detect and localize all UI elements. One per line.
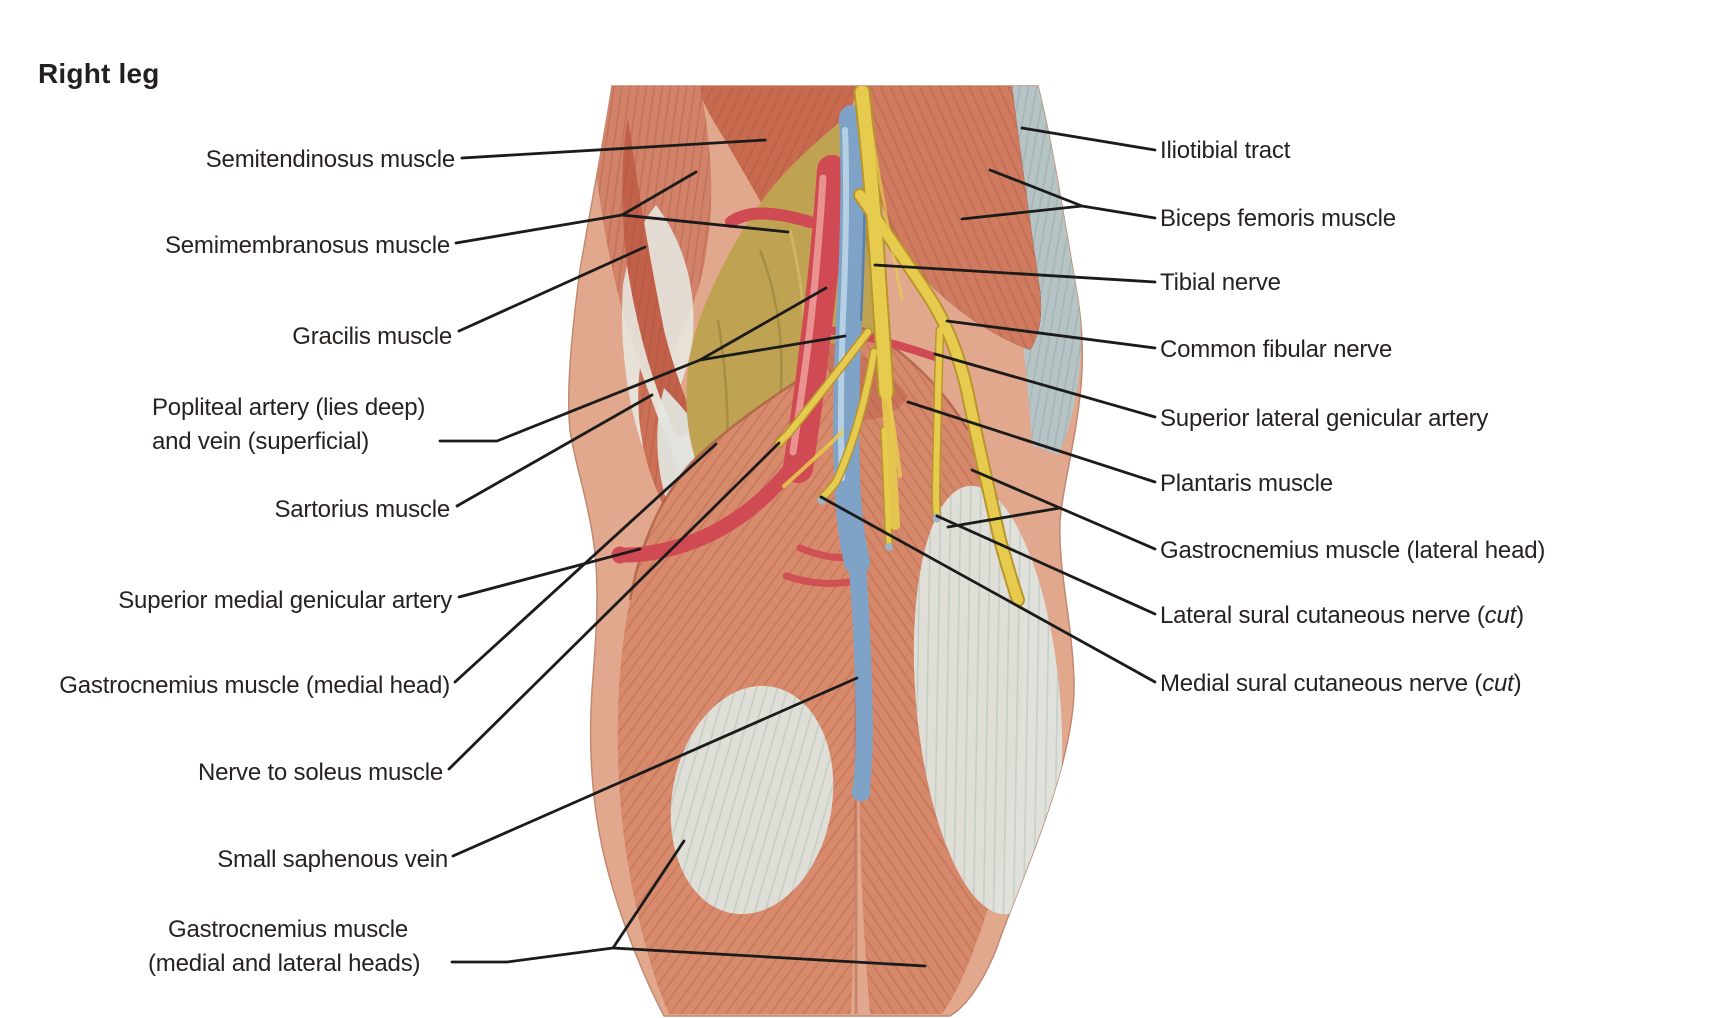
leader-common-fibular (945, 319, 1157, 350)
label-gastrocnemius-medial-head: Gastrocnemius muscle (medial head) (59, 672, 450, 699)
lateral-sural-cutaneous-nerve (932, 327, 943, 519)
label-line: Gastrocnemius muscle (168, 916, 409, 943)
label-gracilis-muscle: Gracilis muscle (292, 323, 452, 350)
leader-popliteal-vein (698, 334, 847, 362)
leader-gastrocnemius-lateral-b (946, 506, 1062, 529)
leader-lines (438, 126, 1157, 968)
leader-superior-medial-genicular (457, 547, 642, 599)
label-gastrocnemius-both-heads: Gastrocnemius muscle (medial and lateral… (148, 913, 420, 981)
leader-lateral-sural (935, 514, 1157, 616)
figure-title: Right leg (38, 58, 160, 89)
label-line: Popliteal artery (lies deep) (152, 394, 426, 421)
vein-highlight (837, 127, 850, 481)
label-nerve-to-soleus-muscle: Nerve to soleus muscle (197, 759, 443, 786)
leader-gracilis (457, 245, 647, 333)
leader-iliotibial (1020, 126, 1157, 152)
leader-gastrocnemius-both-b (611, 946, 927, 968)
label-text: ) (1513, 670, 1522, 697)
label-text: Medial sural cutaneous nerve ( (1160, 670, 1483, 697)
label-cut-italic: cut (1484, 602, 1517, 629)
label-tibial-nerve: Tibial nerve (1160, 269, 1281, 296)
popliteal-vein (833, 105, 873, 802)
label-semimembranosus-muscle: Semimembranosus muscle (164, 232, 450, 259)
label-common-fibular-nerve: Common fibular nerve (1160, 336, 1393, 363)
label-popliteal-artery-vein: Popliteal artery (lies deep) and vein (s… (152, 391, 425, 459)
leader-gastrocnemius-both-a (450, 839, 686, 964)
label-plantaris-muscle: Plantaris muscle (1160, 470, 1333, 497)
label-iliotibial-tract: Iliotibial tract (1160, 137, 1291, 164)
leader-semimembranosus-b (620, 213, 790, 234)
label-text: ) (1516, 602, 1524, 629)
label-sartorius-muscle: Sartorius muscle (274, 496, 450, 523)
nerve-to-soleus (776, 329, 871, 446)
leader-nerve-to-soleus (447, 441, 781, 771)
leader-superior-lateral-genicular (933, 352, 1157, 419)
leader-biceps-femoris-b (960, 204, 1084, 221)
leader-tibial-nerve (873, 263, 1157, 284)
leader-gastrocnemius-medial (453, 442, 718, 684)
label-line: and vein (superficial) (152, 428, 370, 455)
leader-medial-sural (819, 495, 1157, 684)
label-superior-lateral-genicular-artery: Superior lateral genicular artery (1160, 405, 1489, 432)
tibial-nerve (855, 86, 893, 399)
small-saphenous-vein (848, 553, 873, 799)
label-semitendinosus-muscle: Semitendinosus muscle (205, 146, 455, 173)
medial-sural-cutaneous-nerve (819, 349, 877, 501)
label-text: Lateral sural cutaneous nerve ( (1160, 602, 1485, 629)
leader-semitendinosus (460, 138, 767, 160)
common-fibular-nerve (855, 190, 1023, 605)
tibial-and-fibular-nerves (776, 86, 1023, 605)
label-biceps-femoris-muscle: Biceps femoris muscle (1160, 205, 1396, 232)
leader-small-saphenous (451, 676, 859, 858)
label-cut-italic: cut (1482, 670, 1514, 697)
leader-popliteal-artery (438, 286, 828, 443)
label-line: (medial and lateral heads) (148, 950, 421, 977)
label-small-saphenous-vein: Small saphenous vein (217, 846, 448, 873)
label-gastrocnemius-lateral-head: Gastrocnemius muscle (lateral head) (1160, 537, 1546, 564)
label-medial-sural-cutaneous-nerve: Medial sural cutaneous nerve (cut) (1160, 669, 1522, 699)
label-superior-medial-genicular-artery: Superior medial genicular artery (118, 587, 452, 614)
figure-art (567, 85, 1084, 1017)
label-lateral-sural-cutaneous-nerve: Lateral sural cutaneous nerve (cut) (1160, 601, 1524, 631)
leader-plantaris (906, 400, 1157, 484)
leader-sartorius (455, 393, 654, 508)
